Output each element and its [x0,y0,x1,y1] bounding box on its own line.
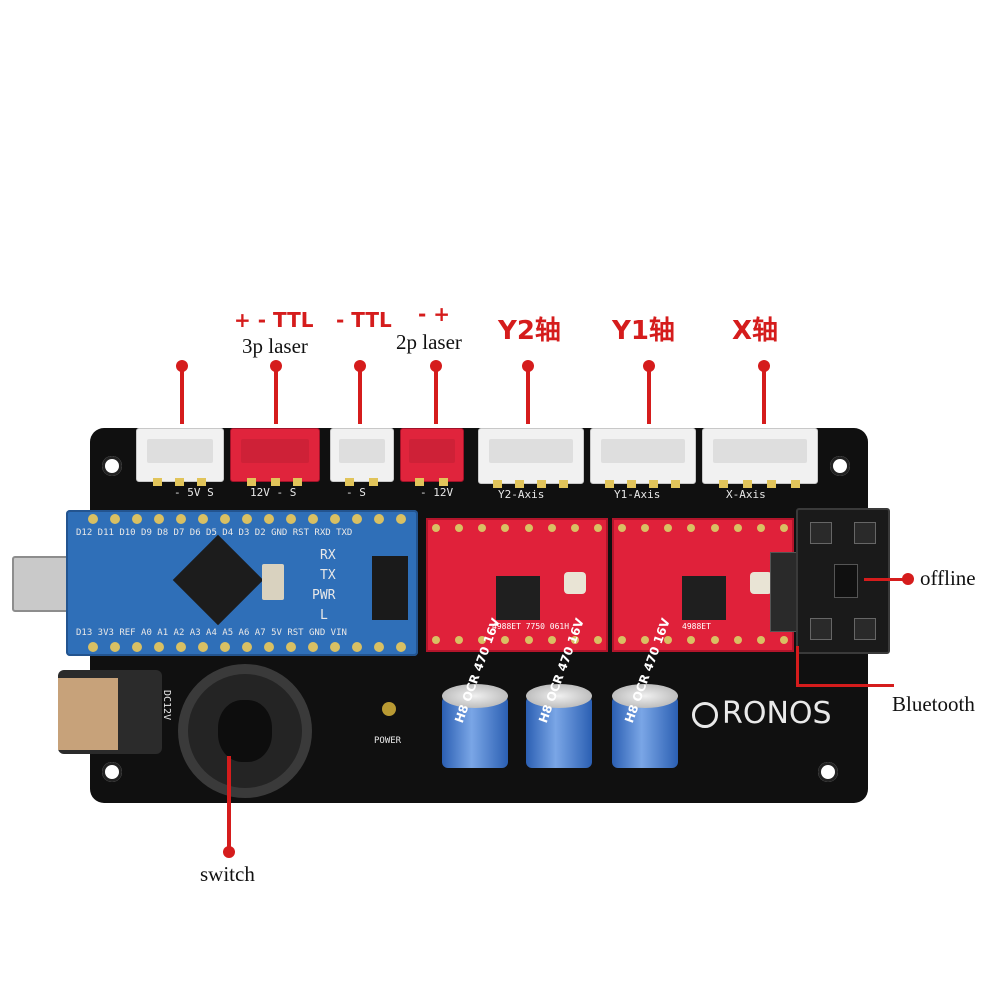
nano-led-tx: TX [320,568,336,583]
connector-x-axis [702,428,818,488]
pointer-line [274,366,278,424]
connector-y2-axis [478,428,584,488]
microcontroller-chip [172,534,264,626]
nano-led-pwr: PWR [312,588,336,603]
pointer-line [227,756,231,852]
pointer-dot [902,573,914,585]
stepper-driver-x: 4988ET [612,518,794,652]
pointer-line [647,366,651,424]
nano-top-header [88,514,406,524]
connector-3p-laser [230,428,320,486]
x-axis-label: X轴 [732,316,779,346]
capacitor: H8 OCR 470 16V [526,616,592,768]
silk-y2: Y2-Axis [498,488,545,501]
offline-connector [796,508,890,654]
bluetooth-label: Bluetooth [892,692,975,716]
y2-axis-label: Y2轴 [498,316,561,346]
power-switch-knob[interactable] [188,674,302,788]
silk-ttl: - S [346,486,366,499]
capacitor: H8 OCR 470 16V [612,616,678,768]
capacitor: H8 OCR 470 16V [442,616,508,768]
laser2p-label: 2p laser [396,330,462,354]
arduino-nano: D12 D11 D10 D9 D8 D7 D6 D5 D4 D3 D2 GND … [66,510,418,656]
pointer-line [526,366,530,424]
silk-laser3p: 12V - S [250,486,297,499]
mounting-hole [102,762,122,782]
connector-2p-laser [400,428,464,486]
driver-chip [496,576,540,620]
ttl-pin-label: - TTL [336,308,392,332]
mounting-hole [830,456,850,476]
y1-axis-label: Y1轴 [612,316,675,346]
logo-gear-icon [692,701,718,728]
driver-chip [682,576,726,620]
mounting-hole [818,762,838,782]
pointer-line [864,578,908,581]
stepper-driver-y: 4988ET 7750 061H [426,518,608,652]
silk-5v: - 5V S [174,486,214,499]
switch-label: switch [200,862,255,886]
pointer-line [762,366,766,424]
nano-led-rx: RX [320,548,336,563]
silk-dc12v: DC12V [161,690,172,721]
silk-power: POWER [374,736,402,746]
pointer-line [358,366,362,424]
silk-x: X-Axis [726,488,766,501]
laser3p-label: 3p laser [242,334,308,358]
silk-y1: Y1-Axis [614,488,661,501]
pointer-line [180,366,184,424]
driver-chip-marking: 4988ET 7750 061H [492,622,570,631]
nano-bottom-header [88,642,406,652]
power-led [382,702,396,716]
nano-top-pin-labels: D12 D11 D10 D9 D8 D7 D6 D5 D4 D3 D2 GND … [76,528,353,538]
driver-chip-marking: 4988ET [682,622,711,631]
cronos-logo: RONOS [692,696,832,731]
offline-label: offline [920,566,976,590]
pointer-line [796,684,894,687]
pointer-line [796,646,799,686]
pointer-line [434,366,438,424]
pointer-dot [223,846,235,858]
nano-bottom-pin-labels: D13 3V3 REF A0 A1 A2 A3 A4 A5 A6 A7 5V R… [76,628,347,638]
potentiometer[interactable] [750,572,772,594]
laser2p-pin-label: - + [418,302,451,326]
silk-laser2p: - 12V [420,486,454,499]
jumper-header[interactable] [372,556,408,620]
potentiometer[interactable] [564,572,586,594]
connector-y1-axis [590,428,696,488]
logo-text: RONOS [722,696,832,731]
connector-5v [136,428,224,486]
mounting-hole [102,456,122,476]
connector-pwm-ttl [330,428,394,486]
nano-led-l: L [320,608,328,623]
laser3p-pin-label: + - TTL [234,308,314,332]
dc-power-jack [58,670,162,754]
reset-button[interactable] [262,564,284,600]
